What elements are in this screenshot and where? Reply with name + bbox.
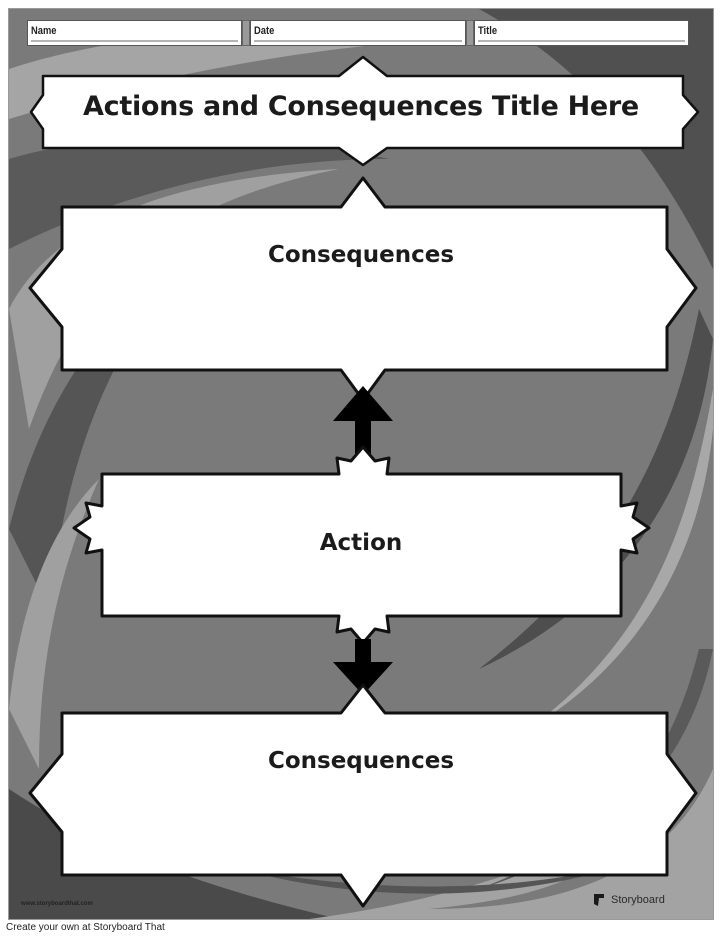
diagram-shapes <box>28 55 700 908</box>
consequences-top-heading[interactable]: Consequences <box>267 242 455 268</box>
storyboard-logo-text: Storyboard <box>611 894 665 906</box>
title-underline <box>478 40 685 42</box>
field-divider <box>242 20 250 46</box>
consequences-box-top-shape <box>28 176 698 402</box>
arrow-down-icon <box>333 639 393 695</box>
title-banner-shape <box>29 55 700 167</box>
field-divider <box>466 20 474 46</box>
name-label: Name <box>31 25 57 37</box>
name-field[interactable]: Name <box>27 20 242 46</box>
date-underline <box>254 40 462 42</box>
title-label: Title <box>478 25 498 37</box>
date-field[interactable]: Date <box>250 20 466 46</box>
action-heading[interactable]: Action <box>319 530 403 556</box>
storyboard-url: www.storyboardthat.com <box>21 901 93 907</box>
action-box-shape <box>72 445 651 645</box>
consequences-box-bottom-shape <box>28 683 698 908</box>
name-underline <box>31 40 238 42</box>
title-field[interactable]: Title <box>474 20 689 46</box>
worksheet-page: Name Date Title Actions and Consequences… <box>8 8 714 920</box>
date-label: Date <box>254 25 275 37</box>
footer-link[interactable]: Create your own at Storyboard That <box>6 922 165 933</box>
consequences-bottom-heading[interactable]: Consequences <box>267 748 455 774</box>
storyboard-logo: Storyboard <box>593 893 665 907</box>
storyboard-logo-icon <box>594 894 604 906</box>
worksheet-title[interactable]: Actions and Consequences Title Here <box>83 91 639 122</box>
